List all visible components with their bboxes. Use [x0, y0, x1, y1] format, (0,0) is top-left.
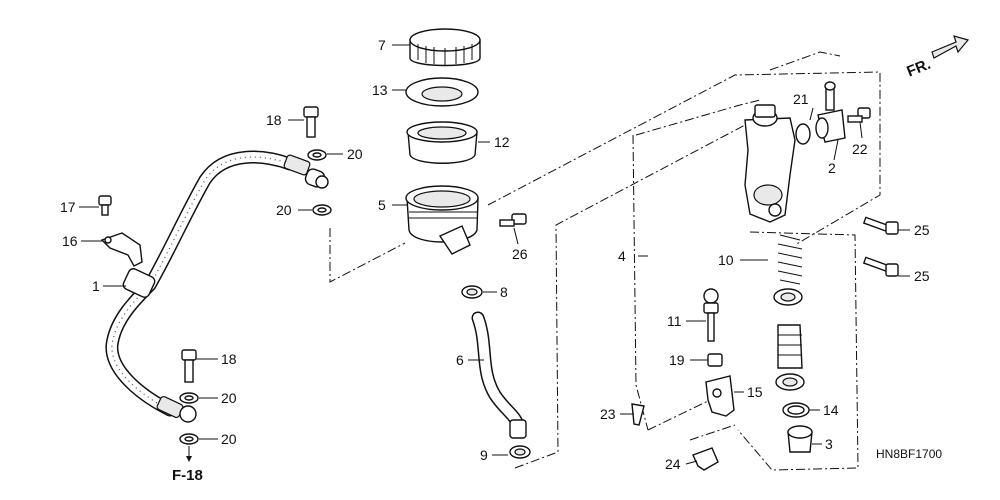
callout-26: 26	[512, 246, 528, 262]
master-cylinder	[744, 104, 796, 223]
callout-9: 9	[480, 447, 488, 463]
reservoir-plate	[405, 77, 479, 107]
callout-7: 7	[378, 37, 386, 53]
hose-clip-8	[461, 285, 483, 299]
reservoir-diaphragm	[406, 121, 478, 164]
callout-20-b: 20	[276, 202, 292, 218]
callout-labels: 1 2 3 4 5 6 7 8 9 10 11 12 13 14 15 16 1…	[60, 37, 930, 472]
diagram-code: HN8BF1700	[876, 447, 942, 461]
lower-oil-bolt-set	[179, 349, 199, 462]
screw-22	[847, 107, 871, 123]
callout-20-c: 20	[221, 390, 237, 406]
callout-12: 12	[494, 134, 510, 150]
circlip-14	[782, 402, 810, 418]
callout-20-a: 20	[347, 146, 363, 162]
reservoir-tank	[405, 185, 479, 255]
assembly-frames	[329, 51, 881, 471]
callout-25-lower: 25	[914, 268, 930, 284]
direction-label: FR.	[904, 56, 933, 81]
callout-1: 1	[92, 278, 100, 294]
hose-clip-9	[509, 445, 531, 459]
mounting-bolts	[862, 216, 899, 277]
piston-set	[773, 234, 805, 391]
callout-6: 6	[456, 352, 464, 368]
brake-hose	[105, 150, 329, 423]
reservoir-cap	[409, 28, 481, 67]
callout-19: 19	[669, 352, 685, 368]
callout-14: 14	[823, 402, 839, 418]
callout-5: 5	[378, 197, 386, 213]
screw-26	[499, 213, 527, 227]
callout-21: 21	[793, 91, 809, 107]
upper-oil-bolt-set	[303, 106, 332, 216]
callout-13: 13	[372, 82, 388, 98]
callout-3: 3	[825, 436, 833, 452]
callout-4: 4	[618, 248, 626, 264]
callout-25-upper: 25	[914, 222, 930, 238]
nut-19	[707, 353, 723, 367]
leader-lines	[79, 44, 910, 465]
reference-label: F-18	[172, 467, 203, 484]
callout-2: 2	[828, 160, 836, 176]
push-rod	[703, 288, 719, 342]
joint-pin	[692, 447, 719, 471]
callout-18-upper: 18	[266, 112, 282, 128]
inlet-joint	[795, 81, 846, 145]
cotter-pin	[631, 403, 645, 426]
callout-16: 16	[62, 233, 78, 249]
bolt-17	[98, 195, 112, 216]
front-direction-indicator: FR.	[904, 35, 970, 81]
reservoir-hose	[471, 311, 527, 439]
callout-24: 24	[665, 456, 681, 472]
rod-joint	[705, 375, 735, 417]
callout-20-d: 20	[221, 431, 237, 447]
boot-3	[787, 425, 813, 453]
callout-23: 23	[600, 406, 616, 422]
callout-10: 10	[718, 252, 734, 268]
callout-15: 15	[747, 384, 763, 400]
callout-17: 17	[60, 199, 76, 215]
hose-clamp-bracket	[100, 232, 143, 267]
callout-22: 22	[852, 141, 868, 157]
callout-18-lower: 18	[221, 351, 237, 367]
callout-11: 11	[667, 313, 682, 329]
callout-8: 8	[500, 284, 508, 300]
